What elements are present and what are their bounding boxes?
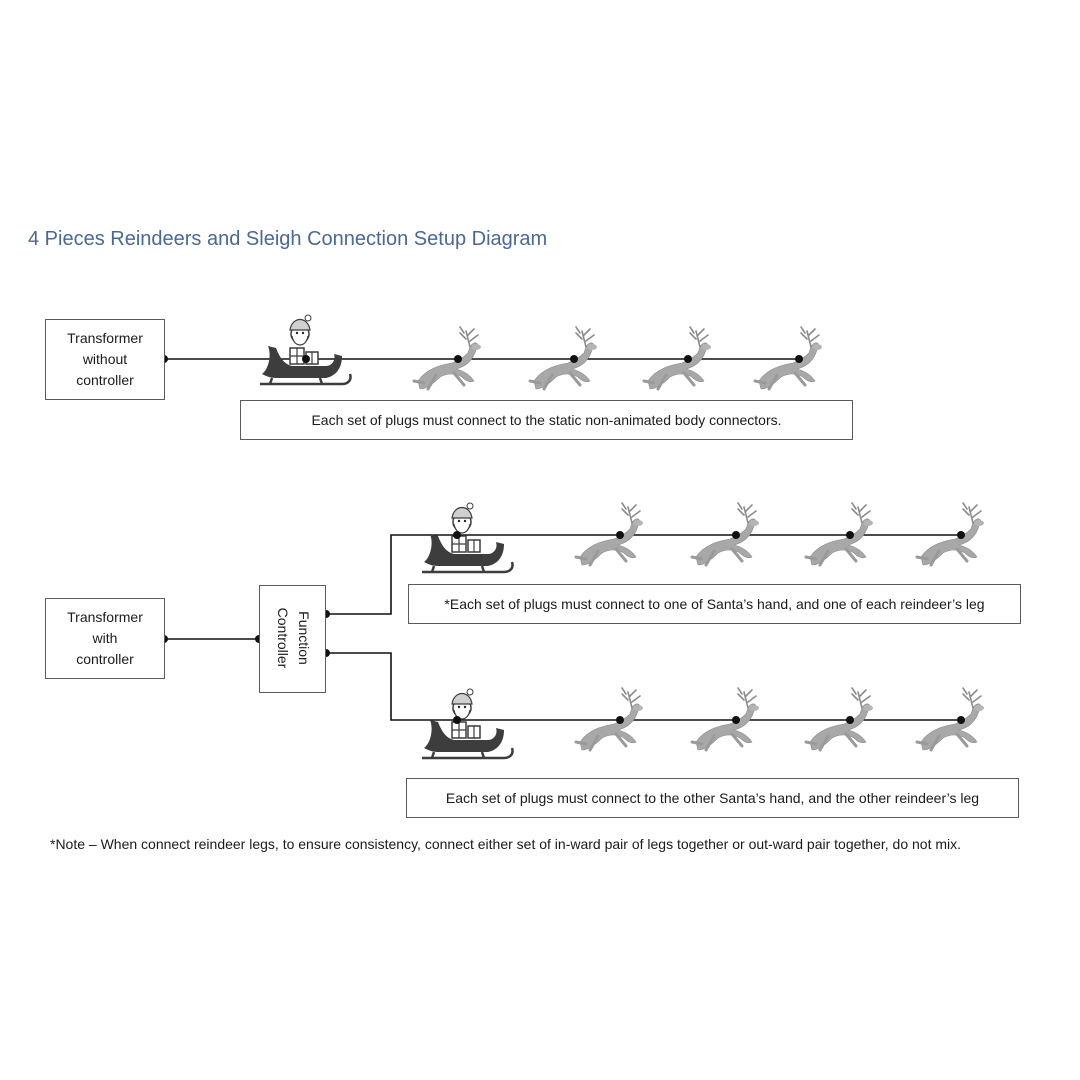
connector-dot-icon — [453, 531, 461, 539]
transformer-with-controller-box: Transformer with controller — [45, 598, 165, 679]
reindeer-icon-lower-3 — [804, 686, 875, 752]
connector-dot-icon — [846, 531, 854, 539]
reindeer-icon-upper-4 — [915, 501, 986, 567]
connector-dot-icon — [684, 355, 692, 363]
connector-dot-icon — [454, 355, 462, 363]
caption-other-hand: Each set of plugs must connect to the ot… — [406, 778, 1019, 818]
wire-controller-upper — [326, 534, 962, 615]
sleigh-icon-upper — [420, 501, 514, 574]
reindeer-icon-upper-1 — [574, 501, 645, 567]
connector-dot-icon — [957, 531, 965, 539]
box-label-line: Transformer — [67, 609, 143, 625]
reindeer-icon-row1-4 — [753, 325, 824, 391]
connector-dot-icon — [302, 355, 310, 363]
caption-static-connectors: Each set of plugs must connect to the st… — [240, 400, 853, 440]
box-label-line: controller — [76, 651, 134, 667]
caption-static-text: Each set of plugs must connect to the st… — [311, 412, 782, 428]
footnote: *Note – When connect reindeer legs, to e… — [50, 836, 962, 852]
sleigh-icon-row1 — [258, 313, 352, 386]
transformer-without-controller-box: Transformer without controller — [45, 319, 165, 400]
reindeer-icon-lower-4 — [915, 686, 986, 752]
reindeer-icon-upper-3 — [804, 501, 875, 567]
connector-dot-icon — [616, 716, 624, 724]
connector-dot-icon — [795, 355, 803, 363]
caption-other-hand-text: Each set of plugs must connect to the ot… — [445, 790, 980, 806]
connector-dot-icon — [732, 716, 740, 724]
connector-dot-icon — [453, 716, 461, 724]
sleigh-icon-lower — [420, 687, 514, 760]
controller-label-line: Controller — [274, 607, 291, 669]
diagram-title: 4 Pieces Reindeers and Sleigh Connection… — [28, 228, 548, 250]
connector-dot-icon — [732, 531, 740, 539]
connector-dot-icon — [846, 716, 854, 724]
box-label-line: with — [92, 630, 118, 646]
reindeer-icon-row1-3 — [642, 325, 713, 391]
caption-one-hand-text: *Each set of plugs must connect to one o… — [444, 596, 985, 612]
reindeer-icon-upper-2 — [690, 501, 761, 567]
wire-controller-lower — [326, 652, 962, 721]
connector-dot-icon — [570, 355, 578, 363]
caption-one-hand: *Each set of plugs must connect to one o… — [408, 584, 1021, 624]
reindeer-icon-row1-2 — [528, 325, 599, 391]
connector-dot-icon — [616, 531, 624, 539]
box-label-line: without — [82, 351, 128, 367]
reindeer-icon-lower-2 — [690, 686, 761, 752]
controller-label-line: Function — [295, 611, 312, 665]
function-controller-box: Function Controller — [259, 585, 326, 693]
box-label-line: controller — [76, 372, 134, 388]
box-label-line: Transformer — [67, 330, 143, 346]
connector-dot-icon — [957, 716, 965, 724]
reindeer-icon-row1-1 — [412, 325, 483, 391]
reindeer-icon-lower-1 — [574, 686, 645, 752]
